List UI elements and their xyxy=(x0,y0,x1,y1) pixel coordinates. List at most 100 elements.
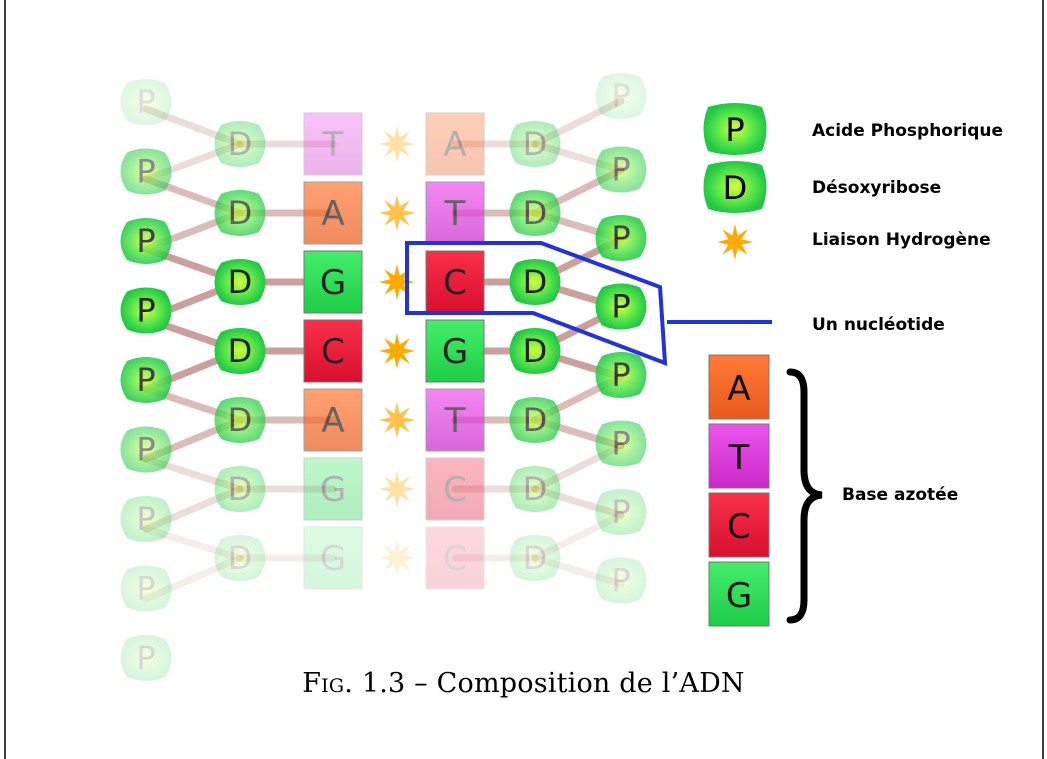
legend-phosphate-label: Acide Phosphorique xyxy=(812,121,1003,141)
base-right-box xyxy=(425,250,485,314)
base-left: A xyxy=(303,181,363,245)
phosphate-right-letter: P xyxy=(611,425,630,463)
legend-base-box xyxy=(708,492,770,558)
base-left: G xyxy=(303,250,363,314)
sugar-left-shape xyxy=(214,259,266,305)
sugar-right: D xyxy=(509,328,561,374)
phosphate-left-letter: P xyxy=(136,639,155,677)
legend-nucleotide-label: Un nucléotide xyxy=(812,315,945,335)
legend-base-box xyxy=(708,354,770,420)
sugar-right: D xyxy=(509,466,561,512)
phosphate-right-shape xyxy=(595,420,647,467)
sugar-right: D xyxy=(509,121,561,167)
legend-base-letter: T xyxy=(728,438,750,478)
hydrogen-bond-star xyxy=(379,126,415,162)
legend-base-box xyxy=(708,423,770,489)
sugar-left-letter: D xyxy=(228,470,253,508)
phosphate-right: P xyxy=(595,489,647,535)
sugar-right-shape xyxy=(509,259,561,305)
base-left-box xyxy=(303,250,363,314)
phosphate-right: P xyxy=(595,352,647,398)
sugar-left-letter: D xyxy=(228,401,253,439)
phosphate-left: P xyxy=(120,357,172,403)
sugar-left-letter: D xyxy=(228,194,253,232)
phosphate-right-shape xyxy=(595,146,647,193)
phosphate-left: P xyxy=(120,565,172,612)
legend-hbond-label: Liaison Hydrogène xyxy=(812,230,991,250)
base-left: G xyxy=(303,526,363,590)
legend-base-letter: A xyxy=(727,369,750,409)
sugar-left-shape xyxy=(214,397,266,443)
phosphate-right-letter: P xyxy=(611,562,630,600)
base-left-letter: A xyxy=(321,401,344,441)
phosphate-left-letter: P xyxy=(136,292,155,330)
phosphate-right: P xyxy=(595,420,647,467)
phosphate-left: P xyxy=(120,79,172,125)
legend-sugar-label: Désoxyribose xyxy=(812,178,941,198)
sugar-left-shape xyxy=(214,190,266,236)
hydrogen-bond-star xyxy=(379,540,415,576)
legend-base-box xyxy=(708,561,770,627)
phosphate-right-letter: P xyxy=(611,151,630,189)
phosphate-left-shape xyxy=(120,79,172,125)
phosphate-left-shape xyxy=(120,565,172,612)
phosphate-left-shape xyxy=(120,357,172,403)
figure-caption: Fig. 1.3 – Composition de l’ADN xyxy=(0,668,1047,699)
phosphate-left: P xyxy=(120,148,172,195)
base-right: C xyxy=(425,250,485,314)
sugar-left-letter: D xyxy=(228,539,253,577)
legend-sugar-icon xyxy=(703,161,767,213)
base-right: C xyxy=(425,526,485,590)
base-left-box xyxy=(303,181,363,245)
hydrogen-bond-star xyxy=(379,402,415,438)
sugar-left-letter: D xyxy=(228,125,253,163)
base-left-letter: G xyxy=(320,470,346,510)
phosphate-left-letter: P xyxy=(136,361,155,399)
sugar-right: D xyxy=(509,397,561,443)
phosphate-right-shape xyxy=(595,352,647,398)
sugar-right-letter: D xyxy=(523,401,548,439)
phosphate-right-shape xyxy=(595,489,647,535)
base-left-box xyxy=(303,457,363,521)
phosphate-right-shape xyxy=(595,557,647,604)
phosphate-left-letter: P xyxy=(136,570,155,608)
phosphate-left-letter: P xyxy=(136,222,155,260)
base-right: T xyxy=(425,181,485,245)
sugar-right-letter: D xyxy=(523,539,548,577)
phosphate-left: P xyxy=(120,287,172,334)
phosphate-left: P xyxy=(120,218,172,264)
sugar-left-letter: D xyxy=(228,332,253,370)
base-left-box xyxy=(303,388,363,452)
base-right-letter: C xyxy=(443,470,467,510)
sugar-left-shape xyxy=(214,466,266,512)
phosphate-right-letter: P xyxy=(611,288,630,326)
caption-prefix: Fig. xyxy=(302,668,354,699)
base-right-box xyxy=(425,526,485,590)
sugar-left: D xyxy=(214,397,266,443)
sugar-right-letter: D xyxy=(523,470,548,508)
sugar-left: D xyxy=(214,190,266,236)
base-left: G xyxy=(303,457,363,521)
phosphate-left-letter: P xyxy=(136,153,155,191)
phosphate-left-shape xyxy=(120,426,172,473)
phosphate-left-shape xyxy=(120,148,172,195)
phosphate-right: P xyxy=(595,146,647,193)
sugar-left-shape xyxy=(214,535,266,581)
sugar-left: D xyxy=(214,259,266,305)
phosphate-right: P xyxy=(595,73,647,119)
base-right: A xyxy=(425,112,485,176)
legend-hbond-icon xyxy=(717,224,753,260)
sugar-left-shape xyxy=(214,121,266,167)
sugar-right-shape xyxy=(509,535,561,581)
hydrogen-bond-star xyxy=(379,195,415,231)
base-right: G xyxy=(425,319,485,383)
base-right-letter: C xyxy=(443,539,467,579)
base-left-box xyxy=(303,319,363,383)
base-right-box xyxy=(425,181,485,245)
hydrogen-bond-star xyxy=(379,333,415,369)
phosphate-left-shape xyxy=(120,287,172,334)
base-right-letter: C xyxy=(443,263,467,303)
legend-sugar-symbol: D xyxy=(723,169,748,207)
base-right: C xyxy=(425,457,485,521)
